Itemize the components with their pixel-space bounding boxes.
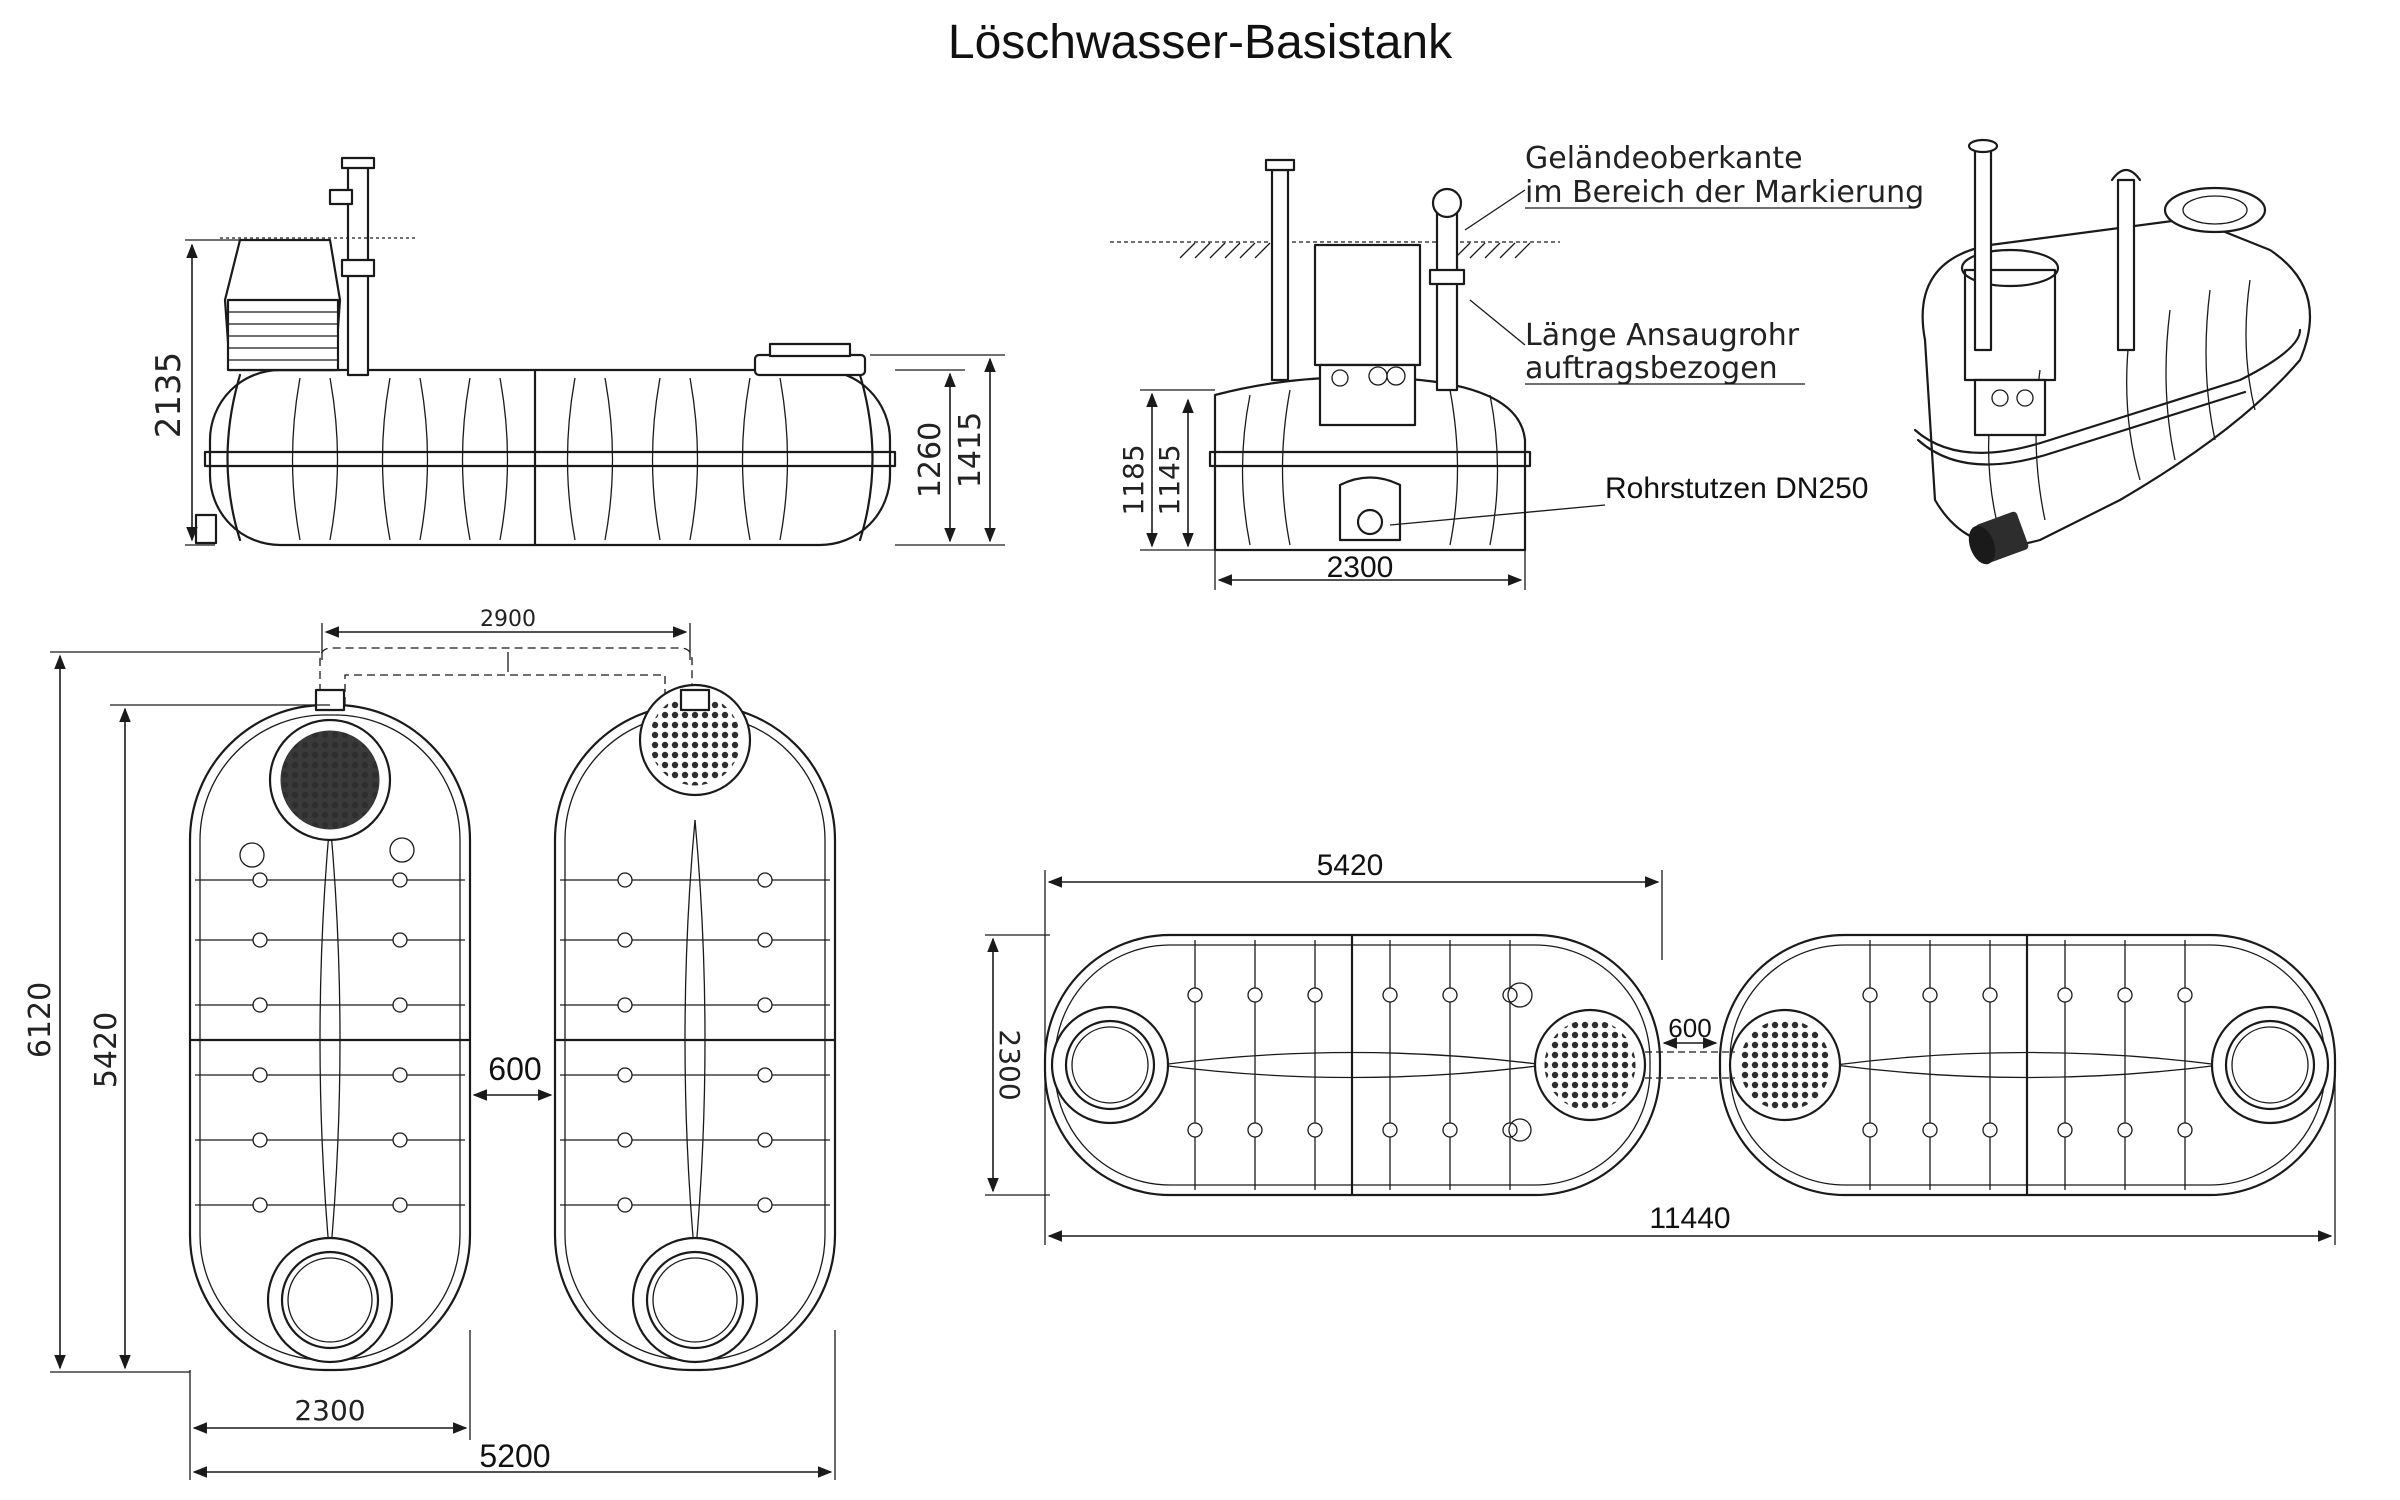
front-height-b: 1145 [1153,444,1186,515]
suction-label-2: auftragsbezogen [1525,351,1778,386]
tank-right [553,683,837,1372]
inline-tank-left [1043,933,1662,1197]
side-height-outer: 1415 [953,412,988,488]
page-title: Löschwasser-Basistank [948,16,1453,69]
isometric-view [1913,138,2312,565]
tank-left [188,688,472,1372]
inline-tank-length: 5420 [1317,849,1384,882]
plan-overall-length: 6120 [23,982,58,1058]
plan-parallel-gap: 600 [488,1051,541,1087]
inline-tank-width: 2300 [993,1029,1026,1100]
ground-label-1: Geländeoberkante [1525,141,1803,176]
side-view: 2135 1260 1415 [149,156,1005,547]
plan-tank-width: 2300 [294,1394,365,1427]
suction-label-1: Länge Ansaugrohr [1525,318,1800,353]
side-height-total: 2135 [149,352,189,439]
front-width: 2300 [1327,551,1394,584]
inline-gap: 600 [1668,1013,1711,1043]
front-view: Geländeoberkante im Bereich der Markieru… [1110,141,1924,590]
front-height-a: 1185 [1117,444,1150,515]
inline-tank-right [1718,933,2337,1197]
plan-overall-width: 5200 [479,1438,550,1474]
plan-inline: 600 5420 2300 11440 [985,849,2337,1245]
inline-overall-length: 11440 [1649,1202,1730,1235]
plan-tank-length: 5420 [89,1012,124,1088]
side-height-inner: 1260 [913,422,948,498]
connection-span: 2900 [480,607,536,632]
ground-label-2: im Bereich der Markierung [1525,175,1924,210]
pipe-socket-label: Rohrstutzen DN250 [1605,472,1868,505]
plan-parallel: 2900 [23,607,837,1480]
